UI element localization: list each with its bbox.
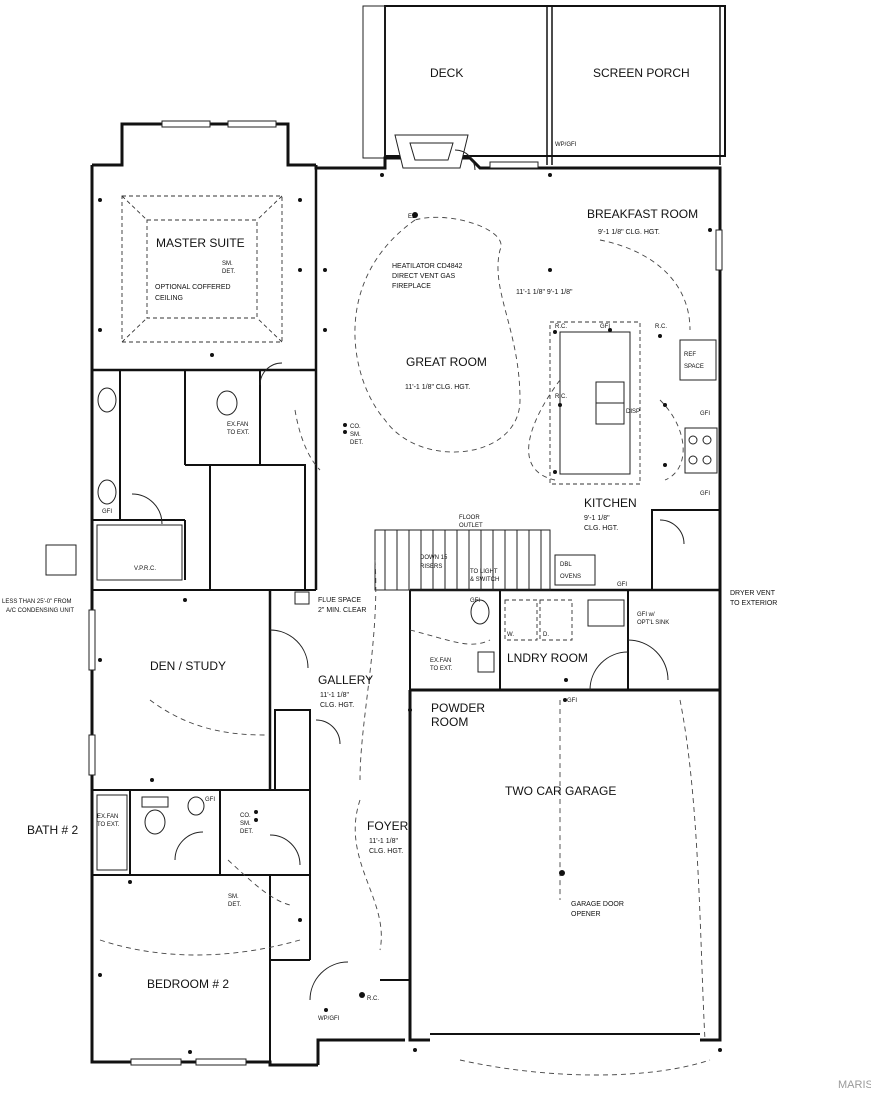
counter-gfi-label: GFI: [700, 411, 710, 417]
den-study-label: DEN / STUDY: [150, 659, 226, 673]
island-gfi-label: GFI: [600, 324, 610, 330]
interior-walls: [92, 168, 721, 1062]
kitchen-label: KITCHEN: [584, 496, 637, 510]
fireplace-note-line3: FIREPLACE: [392, 283, 431, 290]
watermark: MARIS: [838, 1079, 871, 1091]
bath2-sm-label: SM.: [240, 821, 251, 827]
bath2-exfan-line1: EX.FAN: [97, 814, 118, 820]
fireplace: [394, 134, 469, 169]
hall-sm-label: SM.: [350, 432, 361, 438]
ceiling-break-note: 11'-1 1/8" 9'-1 1/8": [516, 289, 573, 296]
ref-space-line2: SPACE: [684, 364, 704, 370]
laundry-room-label: LNDRY ROOM: [507, 651, 588, 665]
great-room-label: GREAT ROOM: [406, 355, 487, 369]
fireplace-note-line1: HEATILATOR CD4842: [392, 263, 463, 270]
stairs-note-line3: TO LIGHT: [470, 569, 498, 575]
stair-treads: [384, 530, 542, 590]
gallery-ceiling-line2: CLG. HGT.: [320, 702, 354, 709]
bedroom-2-label: BEDROOM # 2: [147, 977, 229, 991]
sink-disp-label: DISP: [626, 409, 640, 415]
powder-gfi-label: GFI: [470, 598, 480, 604]
hall-det-label: DET.: [350, 440, 363, 446]
ac-unit-pad: [45, 544, 77, 576]
breakfast-ceiling-note: 9'-1 1/8" CLG. HGT.: [598, 229, 660, 236]
gallery-label: GALLERY: [318, 673, 373, 687]
washer-label: W.: [507, 632, 514, 638]
optional-ceiling-line1: OPTIONAL COFFERED: [155, 284, 231, 291]
deck-label: DECK: [430, 66, 463, 80]
island-rc-label-1: R.C.: [555, 324, 567, 330]
master-sm-det-line1: SM.: [222, 261, 233, 267]
gfi-sink-line1: GFI w/: [637, 612, 655, 618]
island-rc-label-2: R.C.: [555, 394, 567, 400]
two-car-garage-label: TWO CAR GARAGE: [505, 784, 616, 798]
bath-fixtures: [96, 387, 495, 871]
flue-space-line1: FLUE SPACE: [318, 597, 361, 604]
great-room-ceiling-note: 11'-1 1/8" CLG. HGT.: [405, 384, 470, 391]
powder-room-label-line1: POWDER: [431, 701, 485, 715]
gallery-ceiling-line1: 11'-1 1/8": [320, 692, 350, 699]
flue-box: [294, 591, 310, 605]
stairs-note-line4: & SWITCH: [470, 577, 499, 583]
foyer-label: FOYER: [367, 819, 409, 833]
breakfast-room-label: BREAKFAST ROOM: [587, 207, 698, 221]
fireplace-note-line2: DIRECT VENT GAS: [392, 273, 455, 280]
garage-opener-line1: GARAGE DOOR: [571, 901, 624, 908]
fireplace-eb-label: EB: [408, 214, 416, 220]
kitchen-ceiling-line1: 9'-1 1/8": [584, 515, 610, 522]
optional-ceiling-line2: CEILING: [155, 295, 183, 302]
island-rc-label-3: R.C.: [655, 324, 667, 330]
ovens-gfi-label: GFI: [617, 582, 627, 588]
powder-exfan-line2: TO EXT.: [430, 666, 453, 672]
bath2-gfi-label: GFI: [205, 797, 215, 803]
outlet-markers: [98, 173, 722, 1054]
powder-room-label-line2: ROOM: [431, 715, 468, 729]
coffered-ceiling: [121, 195, 283, 343]
bedroom-sm-det-line2: DET.: [228, 902, 241, 908]
windows: [88, 120, 723, 1066]
garage-gfi-label: GFI: [567, 698, 577, 704]
bath2-exfan-line2: TO EXT.: [97, 822, 120, 828]
foyer-rc-label: R.C.: [367, 996, 379, 1002]
counter-gfi-label-2: GFI: [700, 491, 710, 497]
dbl-ovens-line2: OVENS: [560, 574, 581, 580]
bath2-co-label: CO.: [240, 813, 251, 819]
porch-wpgfi-label: WP/GFI: [555, 142, 577, 148]
master-suite-label: MASTER SUITE: [156, 236, 245, 250]
ref-space-line1: REF: [684, 352, 696, 358]
master-exfan-line2: TO EXT.: [227, 430, 250, 436]
dbl-ovens-line1: DBL: [560, 562, 572, 568]
stairs-note-line1: DOWN 15: [420, 555, 448, 561]
master-exfan-line1: EX.FAN: [227, 422, 248, 428]
stairs-note-line2: RISERS: [420, 564, 442, 570]
flue-space-line2: 2" MIN. CLEAR: [318, 607, 366, 614]
dryer-label: D.: [543, 632, 549, 638]
ac-note-line2: A/C CONDENSING UNIT: [6, 608, 74, 614]
powder-exfan-line1: EX.FAN: [430, 658, 451, 664]
bath-2-label: BATH # 2: [27, 823, 78, 837]
floor-outlet-line1: FLOOR: [459, 515, 480, 521]
ac-note-line1: LESS THAN 25'-0" FROM: [2, 599, 72, 605]
gfi-sink-line2: OPT'L SINK: [637, 620, 669, 626]
foyer-ceiling-line1: 11'-1 1/8": [369, 838, 399, 845]
garage-opener-line2: OPENER: [571, 911, 601, 918]
master-sm-det-line2: DET.: [222, 269, 235, 275]
foyer-ceiling-line2: CLG. HGT.: [369, 848, 403, 855]
master-bath-gfi-label: GFI: [102, 509, 112, 515]
appliances: [504, 339, 718, 641]
electrical-runs: [99, 216, 711, 1076]
bath2-det-label: DET.: [240, 829, 253, 835]
kitchen-ceiling-line2: CLG. HGT.: [584, 525, 618, 532]
floor-outlet-line2: OUTLET: [459, 523, 483, 529]
dryer-vent-line1: DRYER VENT: [730, 590, 776, 597]
shower-vprc-label: V.P.R.C.: [134, 566, 156, 572]
kitchen-island: [549, 321, 641, 485]
screen-porch-label: SCREEN PORCH: [593, 66, 690, 80]
bedroom-sm-det-line1: SM.: [228, 894, 239, 900]
doors: [131, 149, 685, 1001]
hall-co-label: CO.: [350, 424, 361, 430]
dryer-vent-line2: TO EXTERIOR: [730, 600, 777, 607]
foyer-wpgfi-label: WP/GFI: [318, 1016, 340, 1022]
